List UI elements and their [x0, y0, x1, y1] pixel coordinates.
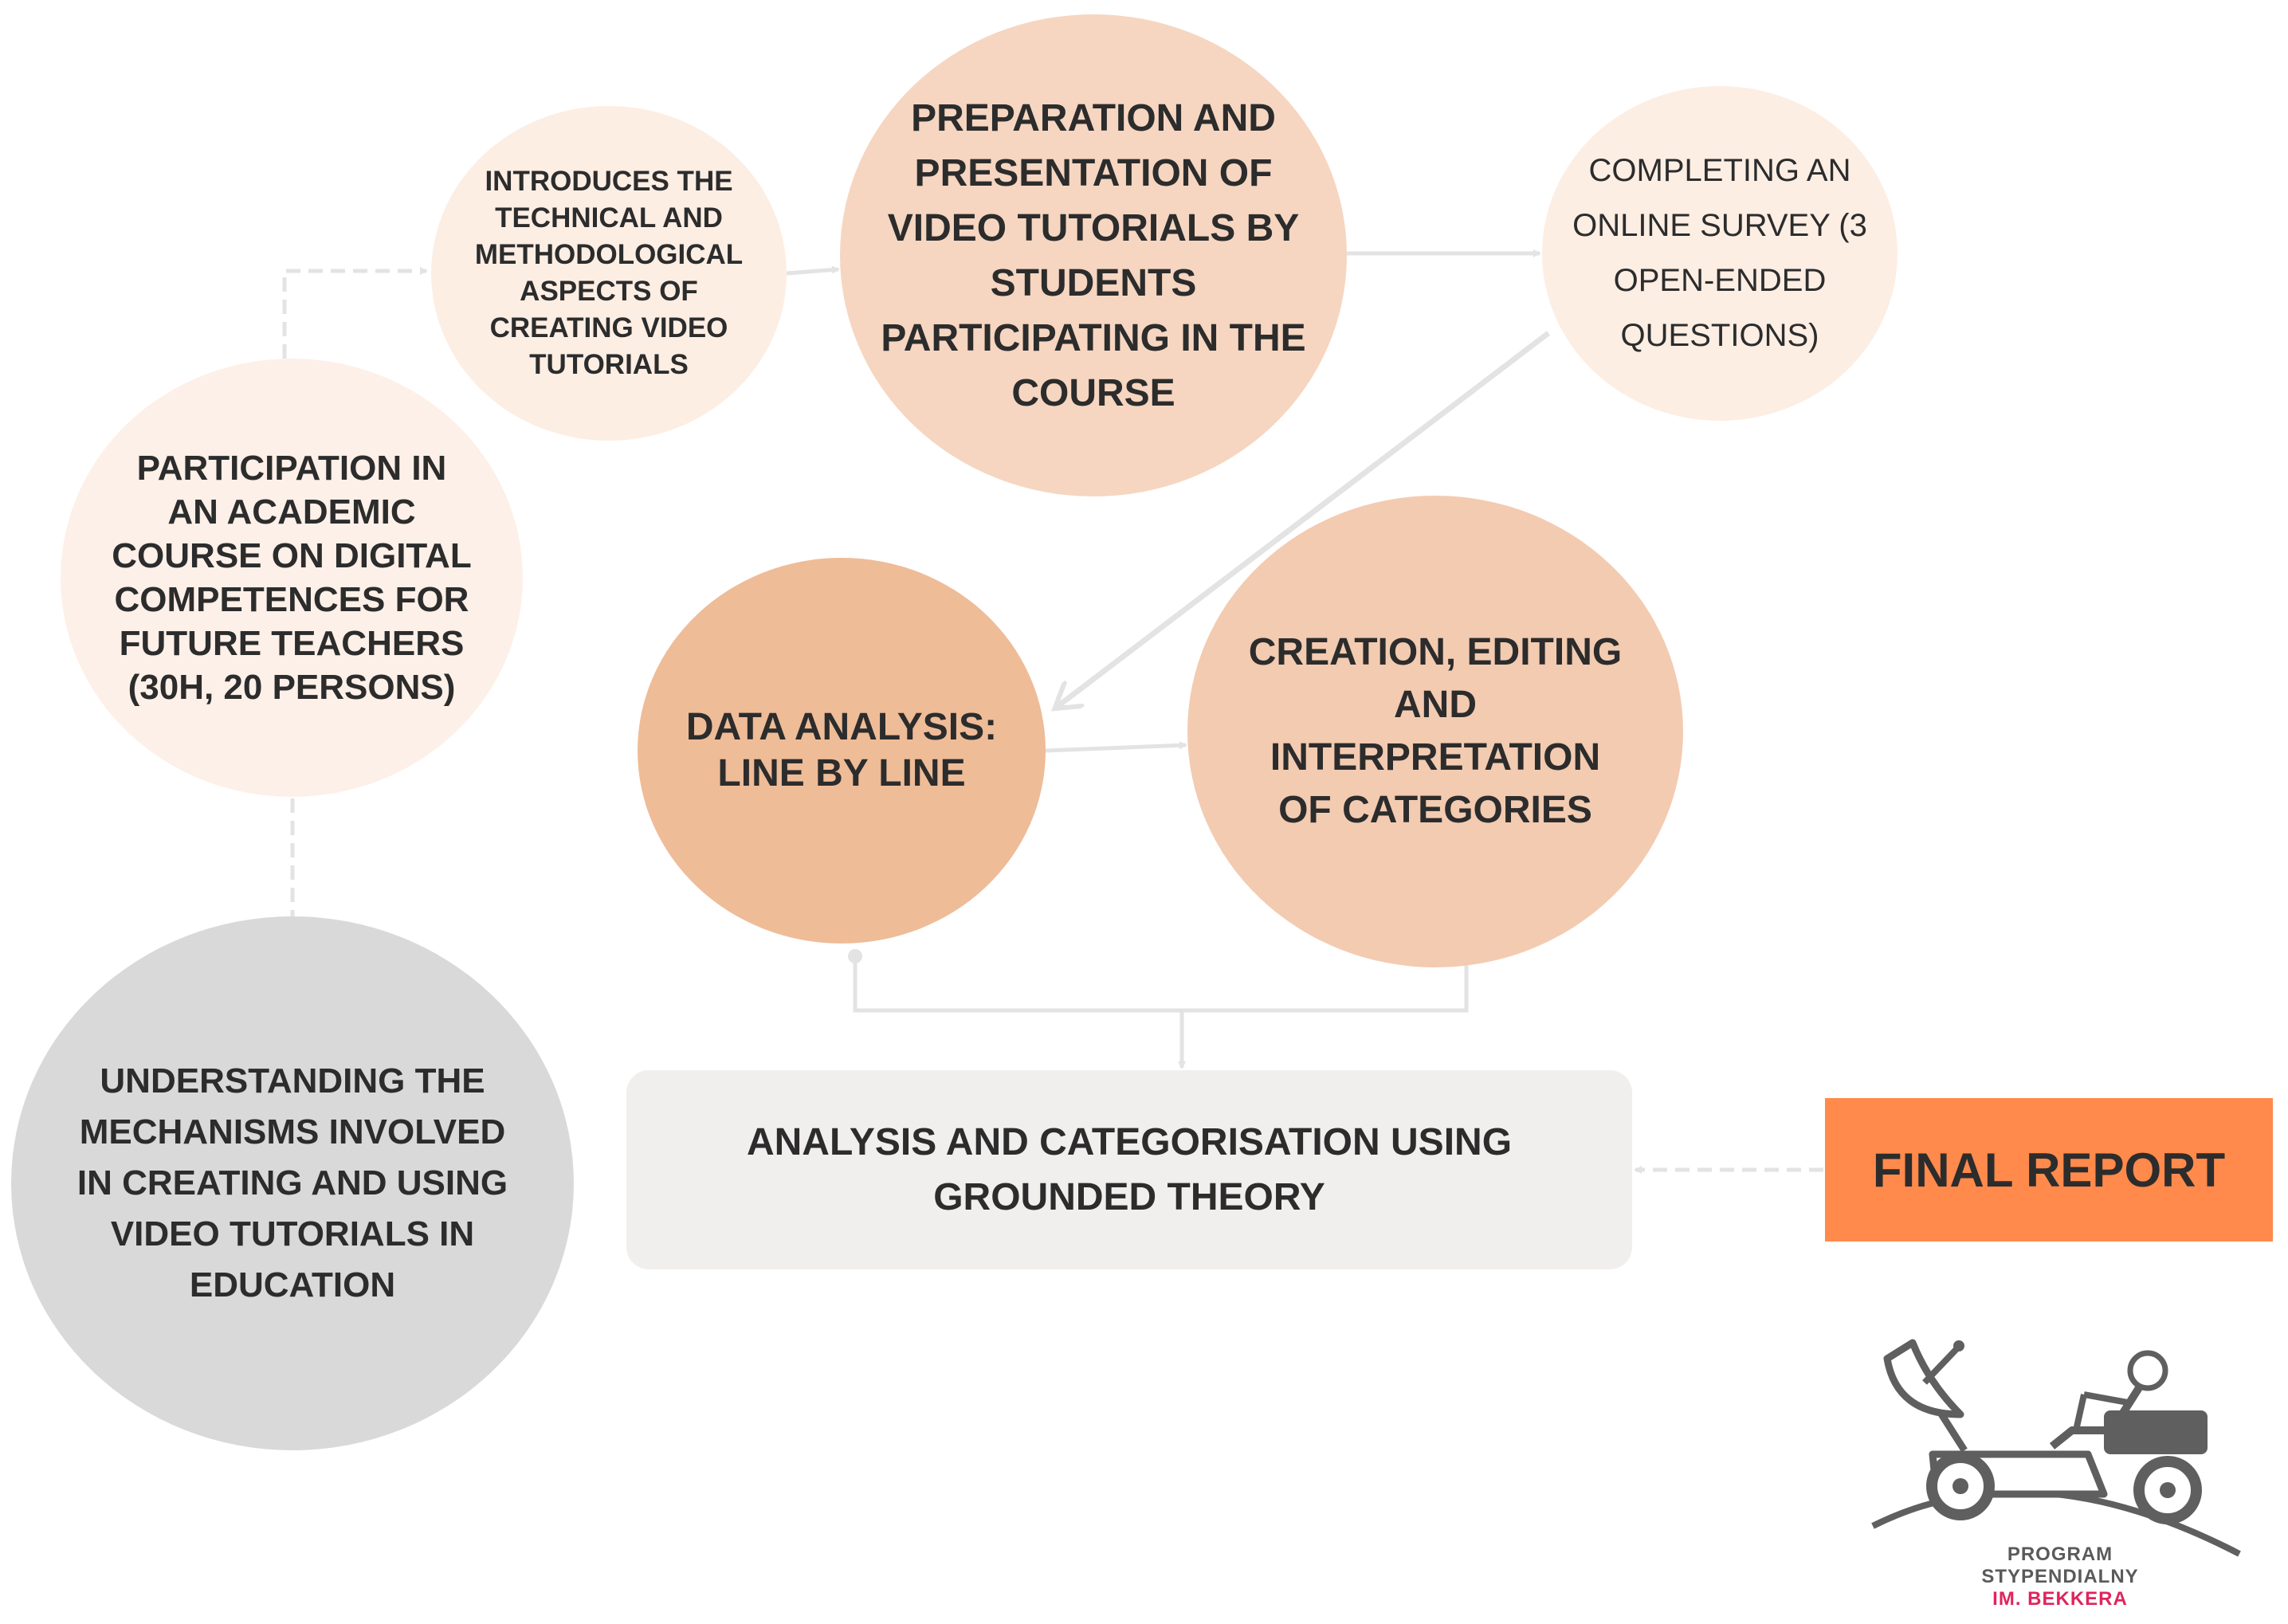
node-introduces-label: INTRODUCES THE TECHNICAL AND METHODOLOGI… — [474, 166, 744, 380]
connector-data-creation — [1045, 741, 1187, 753]
node-creation-label: CREATION, EDITING AND INTERPRETATION OF … — [1248, 631, 1623, 831]
connector-participation-introduces — [282, 267, 428, 359]
rover-icon — [1871, 1339, 2241, 1557]
node-data-analysis-label: DATA ANALYSIS: LINE BY LINE — [685, 706, 998, 794]
node-introduces: INTRODUCES THE TECHNICAL AND METHODOLOGI… — [431, 106, 787, 441]
node-participation-label: PARTICIPATION IN AN ACADEMIC COURSE ON D… — [112, 449, 472, 707]
node-survey-label: COMPLETING AN ONLINE SURVEY (3 OPEN-ENDE… — [1572, 153, 1867, 353]
connector-introduces-preparation — [786, 265, 840, 276]
logo-line3: IM. BEKKERA — [1992, 1588, 2128, 1610]
connector-bracket — [853, 956, 1469, 1013]
connector-dot — [848, 949, 862, 963]
node-participation: PARTICIPATION IN AN ACADEMIC COURSE ON D… — [61, 359, 523, 797]
node-survey: COMPLETING AN ONLINE SURVEY (3 OPEN-ENDE… — [1542, 86, 1898, 421]
node-creation: CREATION, EDITING AND INTERPRETATION OF … — [1187, 496, 1683, 967]
node-final-report-label: FINAL REPORT — [1872, 1143, 2226, 1197]
node-analysis-label: ANALYSIS AND CATEGORISATION USING GROUND… — [746, 1121, 1513, 1218]
logo-line1: PROGRAM — [2007, 1544, 2113, 1565]
node-preparation-label: PREPARATION AND PRESENTATION OF VIDEO TU… — [881, 96, 1306, 414]
logo-line2: STYPENDIALNY — [1981, 1566, 2139, 1587]
node-preparation: PREPARATION AND PRESENTATION OF VIDEO TU… — [840, 14, 1347, 496]
node-final-report: FINAL REPORT — [1825, 1098, 2273, 1242]
node-understanding: UNDERSTANDING THE MECHANISMS INVOLVED IN… — [11, 916, 574, 1450]
connector-survey-data — [1056, 331, 1551, 708]
node-understanding-label: UNDERSTANDING THE MECHANISMS INVOLVED IN… — [77, 1061, 508, 1304]
node-analysis-box: ANALYSIS AND CATEGORISATION USING GROUND… — [626, 1070, 1632, 1269]
node-data-analysis: DATA ANALYSIS: LINE BY LINE — [638, 558, 1046, 943]
